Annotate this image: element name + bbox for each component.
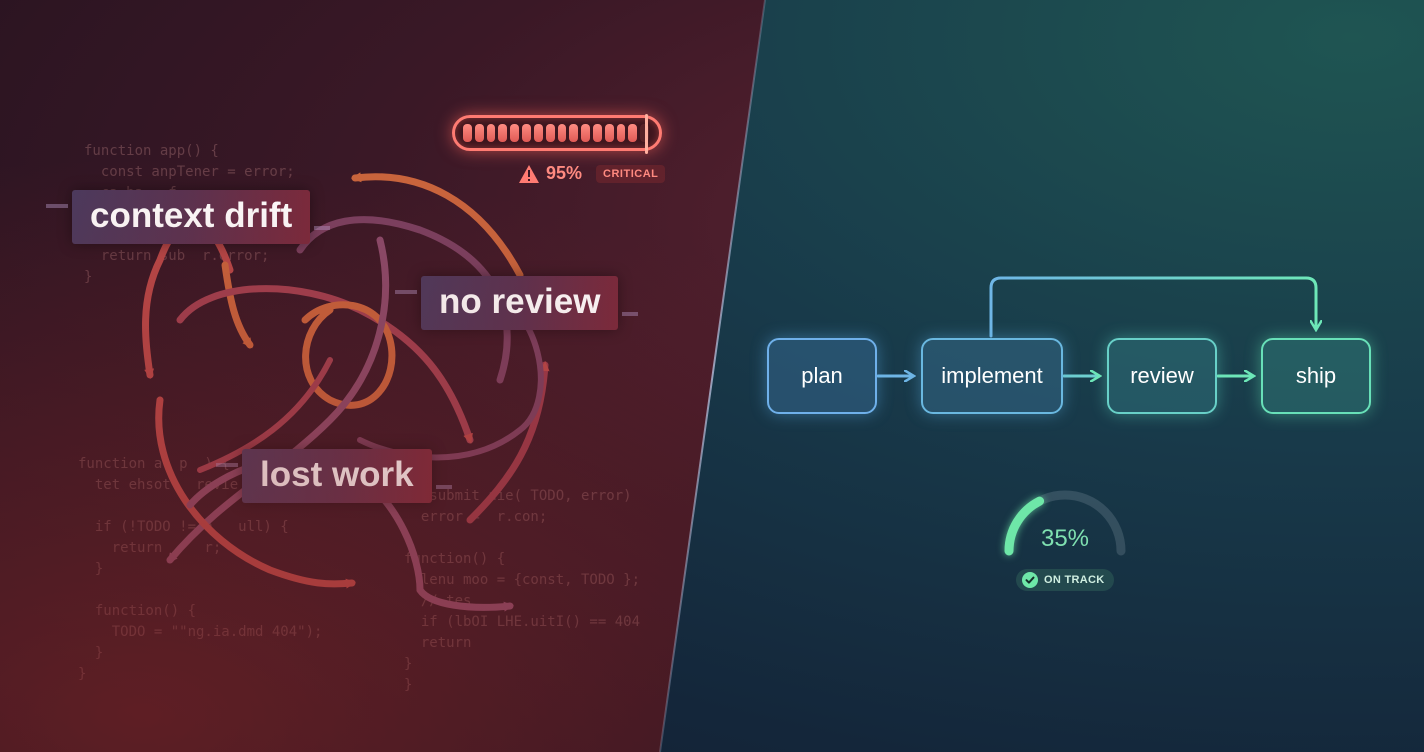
context-usage-segment	[628, 124, 638, 142]
progress-gauge-arc	[1004, 490, 1126, 556]
context-usage-segment	[592, 124, 602, 142]
no-review-label: no review	[394, 276, 639, 330]
warning-icon	[519, 164, 539, 183]
context-usage-segment	[604, 124, 614, 142]
context-drift-label: context drift	[45, 190, 331, 244]
loop-implement-ship	[989, 276, 1316, 338]
critical-badge: CRITICAL	[596, 164, 666, 183]
context-usage-segment	[533, 124, 543, 142]
tangled-arrows-graphic	[142, 172, 550, 612]
context-usage-percent: 95%	[546, 163, 583, 183]
code-snippet-right: submit aie( TODO, error) error = r.con; …	[404, 488, 641, 693]
context-usage-segment	[474, 124, 484, 142]
lost-work-label: lost work	[216, 449, 452, 503]
context-usage-segment	[510, 124, 520, 142]
on-track-label: ON TRACK	[1044, 574, 1105, 586]
workflow-step-plan: plan	[767, 338, 877, 414]
check-icon	[1022, 572, 1038, 588]
context-usage-readout: 95% CRITICAL	[518, 163, 666, 184]
workflow-step-review: review	[1107, 338, 1217, 414]
tangle-loop-12	[197, 357, 333, 473]
tangle-loop-9	[466, 361, 550, 524]
context-usage-segment	[569, 124, 579, 142]
context-usage-segment	[640, 124, 649, 142]
tangle-loop-2	[142, 218, 234, 379]
tangle-loop-4	[176, 285, 474, 444]
context-usage-fill	[463, 124, 649, 142]
context-usage-segment	[498, 124, 508, 142]
context-usage-segment	[463, 124, 472, 142]
tangle-loop-11	[186, 454, 514, 612]
workflow-step-implement: implement	[921, 338, 1063, 414]
progress-percent: 35%	[1040, 525, 1090, 552]
tangle-loop-6	[166, 236, 390, 564]
progress-gauge: 35%	[995, 485, 1135, 565]
tangle-loop-7	[155, 396, 356, 589]
tangle-loop-10	[357, 287, 544, 461]
code-snippet-middle: function a p ) { tet ehsot revie if (!TO…	[78, 456, 323, 682]
workflow-step-ship: ship	[1261, 338, 1371, 414]
tangle-loop-1	[351, 172, 524, 279]
context-usage-segment	[486, 124, 496, 142]
tangle-loop-5	[301, 301, 396, 409]
tangle-loop-3	[221, 261, 254, 349]
context-usage-bar	[452, 114, 662, 154]
context-usage-segment	[522, 124, 531, 142]
context-usage-segment	[545, 124, 555, 142]
context-usage-segment	[557, 124, 567, 142]
tangle-loop-8	[296, 216, 511, 384]
context-usage-segment	[616, 124, 626, 142]
context-usage-segment	[581, 124, 590, 142]
code-snippet-top: function app() { const anpTener = error;…	[84, 143, 295, 285]
context-usage-marker	[645, 114, 649, 154]
on-track-badge: ON TRACK	[1016, 569, 1115, 591]
